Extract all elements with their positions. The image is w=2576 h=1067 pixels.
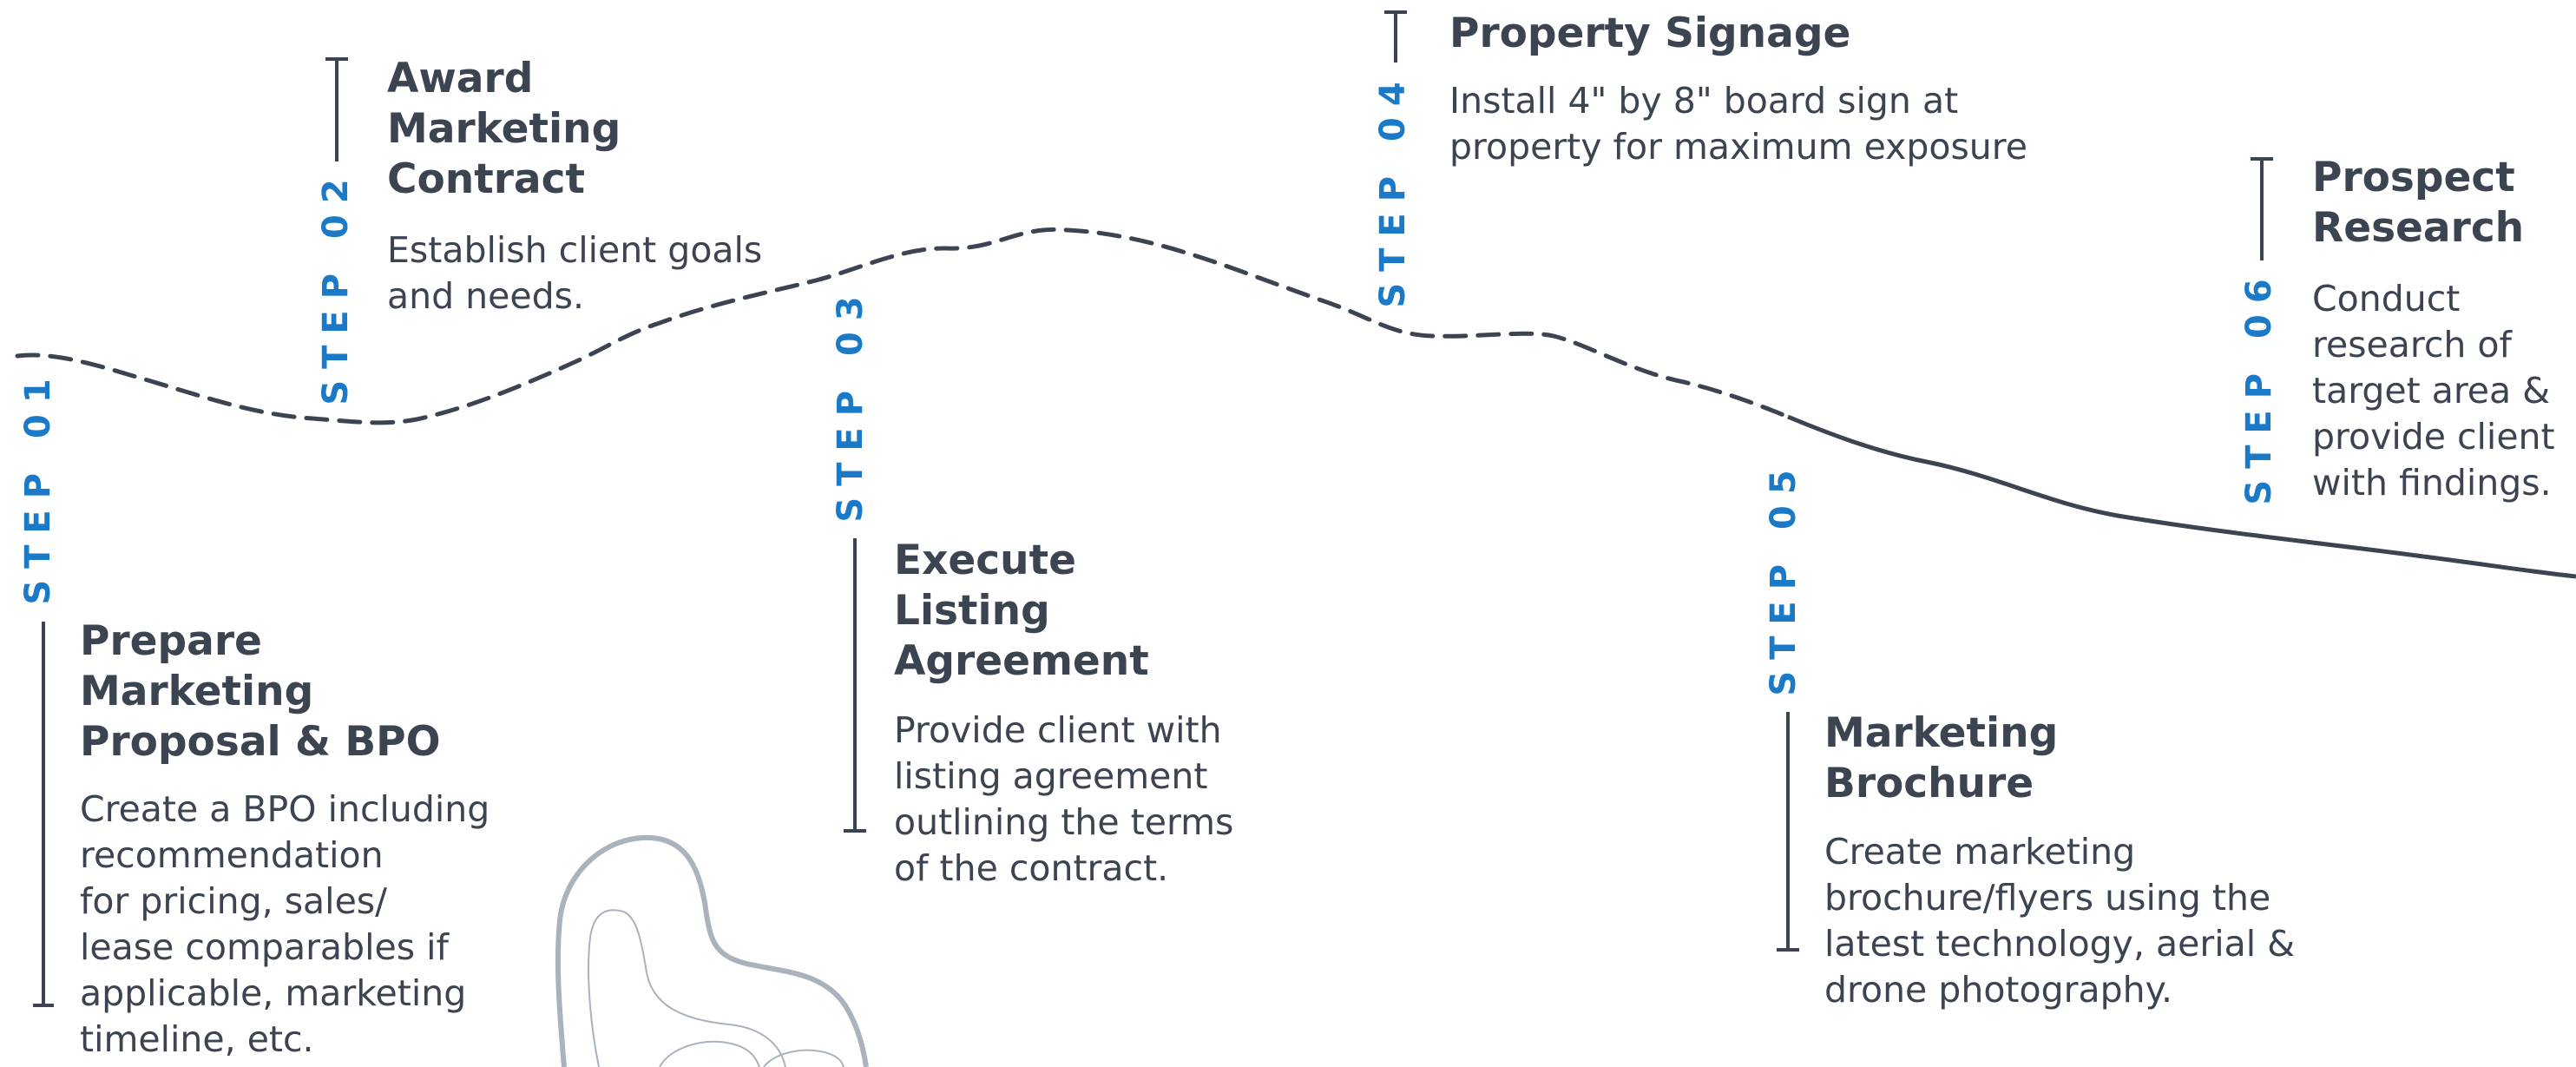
step-06-bracket	[2251, 157, 2273, 260]
step-02-title: Award Marketing Contract	[387, 55, 621, 203]
step-01-bracket	[33, 622, 54, 1007]
step-04-bracket	[1384, 10, 1407, 63]
step-02-description: Establish client goals and needs.	[387, 229, 763, 317]
step-02-label: STEP 02	[316, 168, 356, 405]
step-04-title: Property Signage	[1449, 10, 1851, 57]
step-03-label: STEP 03	[831, 285, 871, 523]
step-01-label: STEP 01	[18, 367, 58, 605]
step-02-bracket	[325, 57, 348, 161]
step-06-title: Prospect Research	[2312, 154, 2525, 252]
step-03-description: Provide client with listing agreement ou…	[894, 709, 1234, 889]
step-05-label: STEP 05	[1764, 458, 1804, 696]
step-01-title: Prepare Marketing Proposal & BPO	[80, 617, 441, 766]
solid-route-path	[1787, 414, 2576, 579]
step-04-label: STEP 04	[1373, 70, 1413, 308]
dashed-route-path	[15, 227, 1791, 425]
step-04-description: Install 4" by 8" board sign at property …	[1449, 80, 2027, 168]
step-05-bracket	[1777, 712, 1799, 952]
step-05-title: Marketing Brochure	[1824, 709, 2059, 807]
step-06-description: Conduct research of target area & provid…	[2312, 278, 2555, 504]
step-03-title: Execute Listing Agreement	[894, 537, 1149, 685]
step-03-bracket	[844, 538, 866, 833]
step-05-description: Create marketing brochure/flyers using t…	[1824, 831, 2296, 1011]
step-06-label: STEP 06	[2239, 267, 2279, 505]
step-01-description: Create a BPO including recommendation fo…	[80, 788, 490, 1060]
topographic-map-illustration	[555, 834, 869, 1067]
